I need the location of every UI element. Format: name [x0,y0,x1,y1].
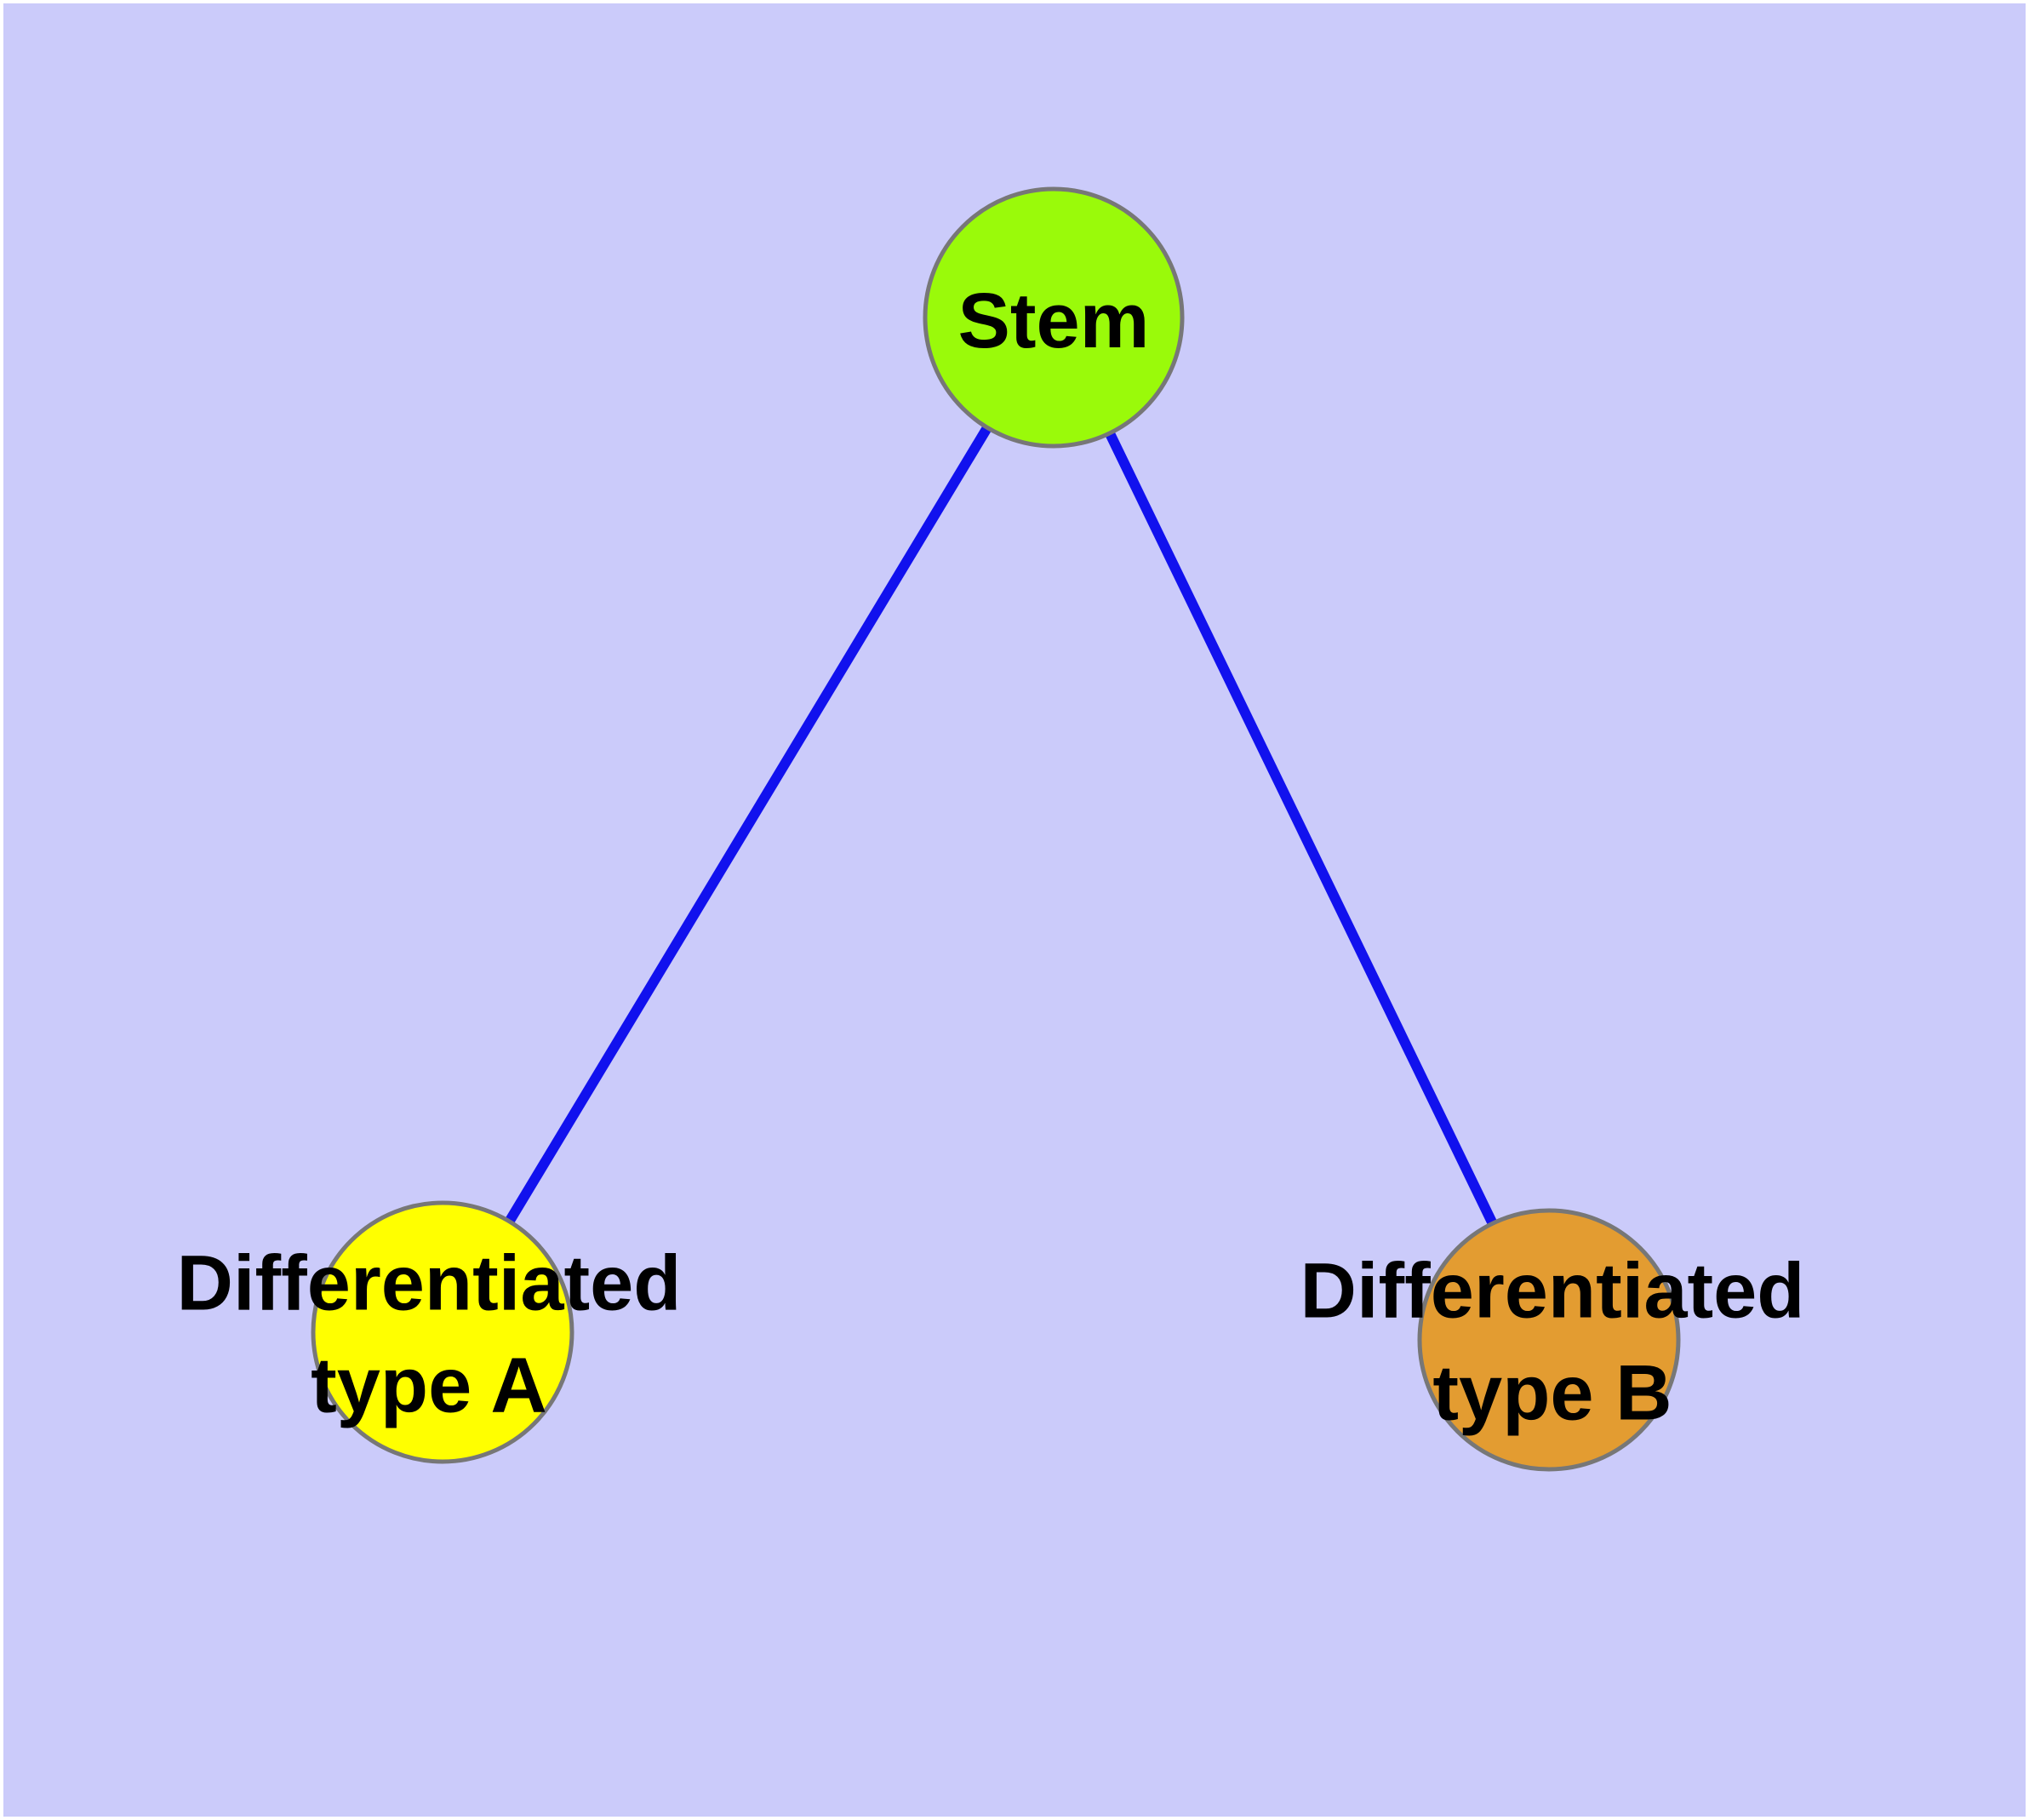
node-stem-circle [923,186,1185,449]
node-type-b-circle [1417,1208,1681,1472]
node-type-a-circle [311,1200,574,1464]
edge-stem-to-type-a [437,314,1059,1336]
edge-stem-to-type-b [1049,315,1554,1342]
